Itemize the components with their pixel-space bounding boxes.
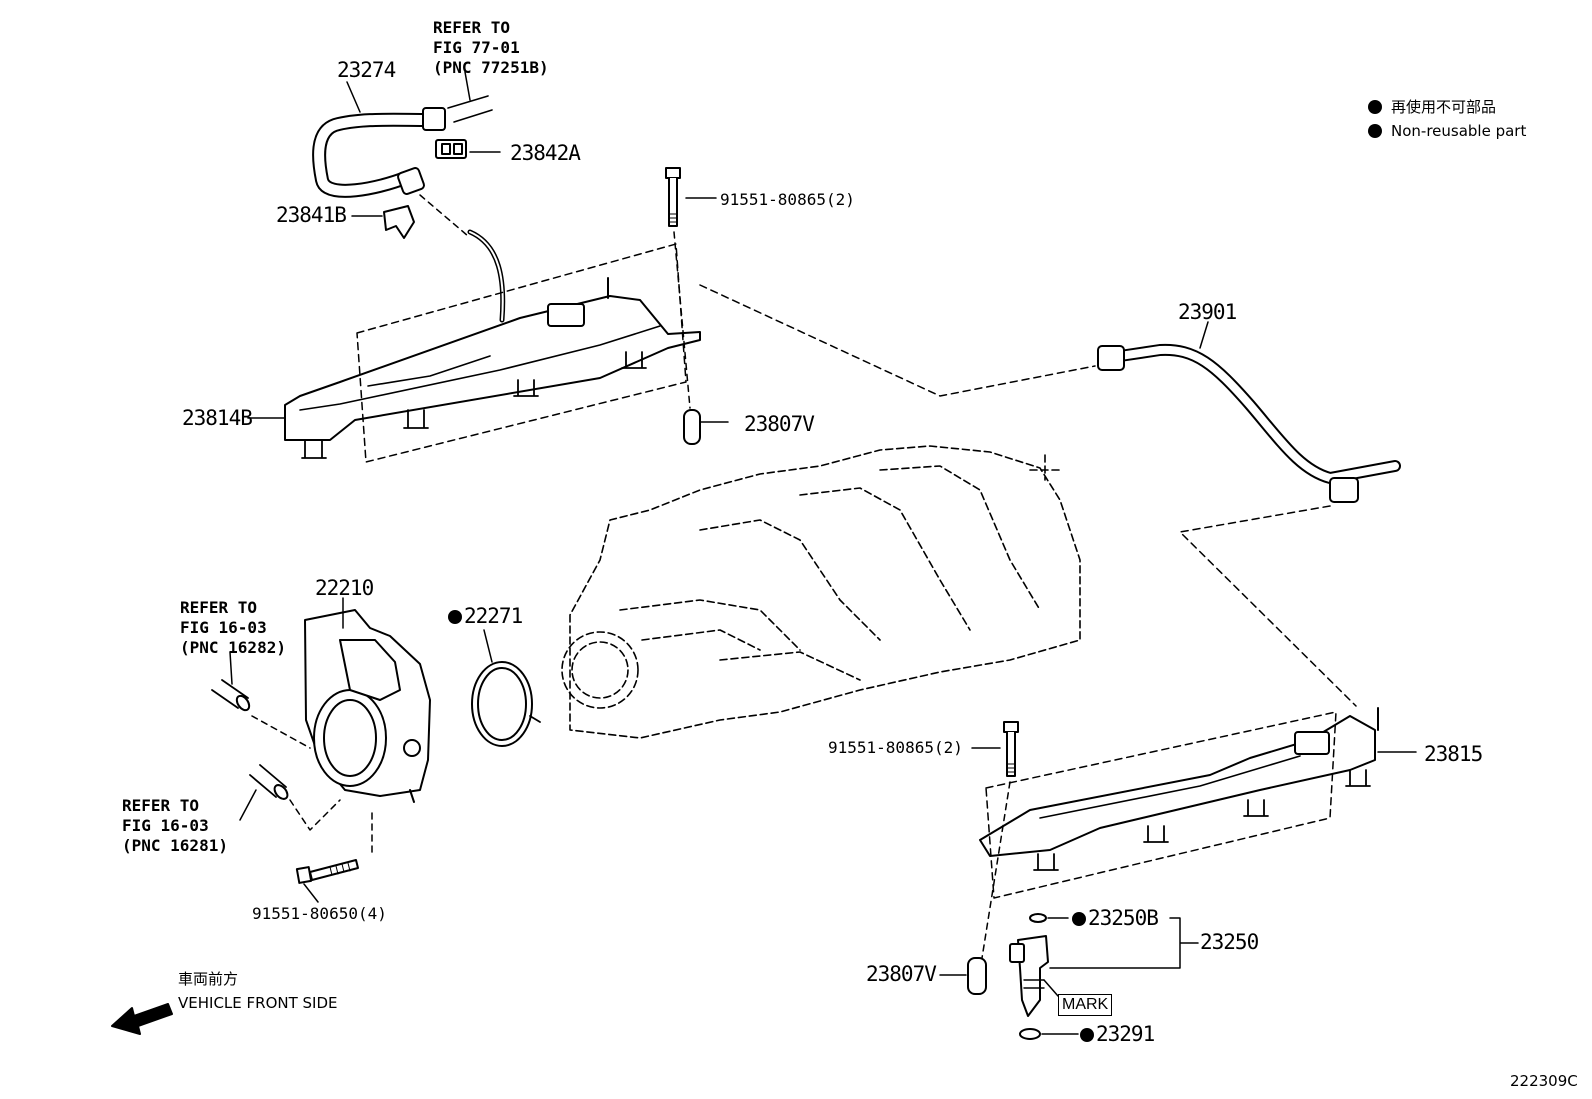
legend-text-jp: 再使用不可部品 [1391, 98, 1497, 116]
bolt-91551-80865-mid[interactable] [971, 721, 1019, 777]
part-label-23250b[interactable]: 23250B [1072, 906, 1159, 930]
part-label-23274[interactable]: 23274 [337, 58, 396, 82]
part-number-23250b: 23250B [1088, 906, 1159, 930]
clip-23841b[interactable] [351, 205, 415, 239]
bolt-91551-80650[interactable] [295, 859, 359, 903]
part-number-22271: 22271 [464, 604, 523, 628]
part-label-22210[interactable]: 22210 [315, 576, 374, 600]
non-reusable-dot-icon [1368, 99, 1382, 114]
legend-text-en: Non-reusable part [1391, 122, 1527, 140]
ref-fig-77-01: REFER TO FIG 77-01 (PNC 77251B) [433, 18, 549, 77]
vehicle-front-jp: 車両前方 [178, 970, 239, 988]
spacer-23807v-bottom[interactable] [939, 957, 987, 995]
ref-hose-16282 [211, 651, 251, 712]
part-number-23291: 23291 [1096, 1022, 1155, 1046]
part-label-23291[interactable]: 23291 [1080, 1022, 1155, 1046]
vehicle-front-en: VEHICLE FRONT SIDE [178, 994, 338, 1012]
spacer-23807v-top[interactable] [683, 409, 729, 445]
fuel-rail-23815[interactable] [979, 707, 1417, 871]
vehicle-front-arrow-icon [111, 1003, 173, 1035]
fuel-hose-23274[interactable] [312, 81, 446, 198]
injector-mark-callout: MARK [1058, 994, 1113, 1016]
non-reusable-dot-icon [448, 609, 462, 624]
part-label-23841b[interactable]: 23841B [276, 203, 347, 227]
part-label-22271[interactable]: 22271 [448, 604, 523, 628]
part-label-91551-80650[interactable]: 91551-80650(4) [252, 904, 387, 923]
bolt-91551-80865-top[interactable] [665, 167, 717, 227]
fuel-rail-23814b[interactable] [247, 229, 701, 459]
ref-fig-16-03-a: REFER TO FIG 16-03 (PNC 16282) [180, 598, 286, 657]
part-label-91551-80865-mid[interactable]: 91551-80865(2) [828, 738, 963, 757]
gasket-22271[interactable] [471, 629, 541, 747]
figure-code: 222309C [1510, 1072, 1578, 1090]
part-label-23842a[interactable]: 23842A [510, 141, 581, 165]
legend-item-jp: 再使用不可部品 [1368, 96, 1496, 117]
non-reusable-dot-icon [1080, 1027, 1094, 1042]
o-ring-23250b[interactable] [1029, 913, 1069, 923]
part-label-23250[interactable]: 23250 [1200, 930, 1259, 954]
ref-hose-16281 [239, 764, 289, 821]
fuel-hose-23901[interactable] [1097, 321, 1401, 503]
ref-pipe-77251b [447, 71, 493, 123]
ref-fig-16-03-b: REFER TO FIG 16-03 (PNC 16281) [122, 796, 228, 855]
part-label-23814b[interactable]: 23814B [182, 406, 253, 430]
part-label-23807v-top[interactable]: 23807V [744, 412, 815, 436]
legend-item-en: Non-reusable part [1368, 122, 1526, 140]
throttle-body-22210[interactable] [304, 597, 431, 803]
intake-manifold [561, 445, 1081, 739]
clip-23842a[interactable] [435, 139, 501, 159]
part-label-23807v-bottom[interactable]: 23807V [866, 962, 937, 986]
injector-23250[interactable] [1009, 935, 1059, 1017]
part-label-91551-80865-top[interactable]: 91551-80865(2) [720, 190, 855, 209]
non-reusable-dot-icon [1368, 124, 1382, 138]
part-label-23901[interactable]: 23901 [1178, 300, 1237, 324]
non-reusable-dot-icon [1072, 911, 1086, 926]
washer-23291[interactable] [1019, 1028, 1079, 1040]
part-label-23815[interactable]: 23815 [1424, 742, 1483, 766]
